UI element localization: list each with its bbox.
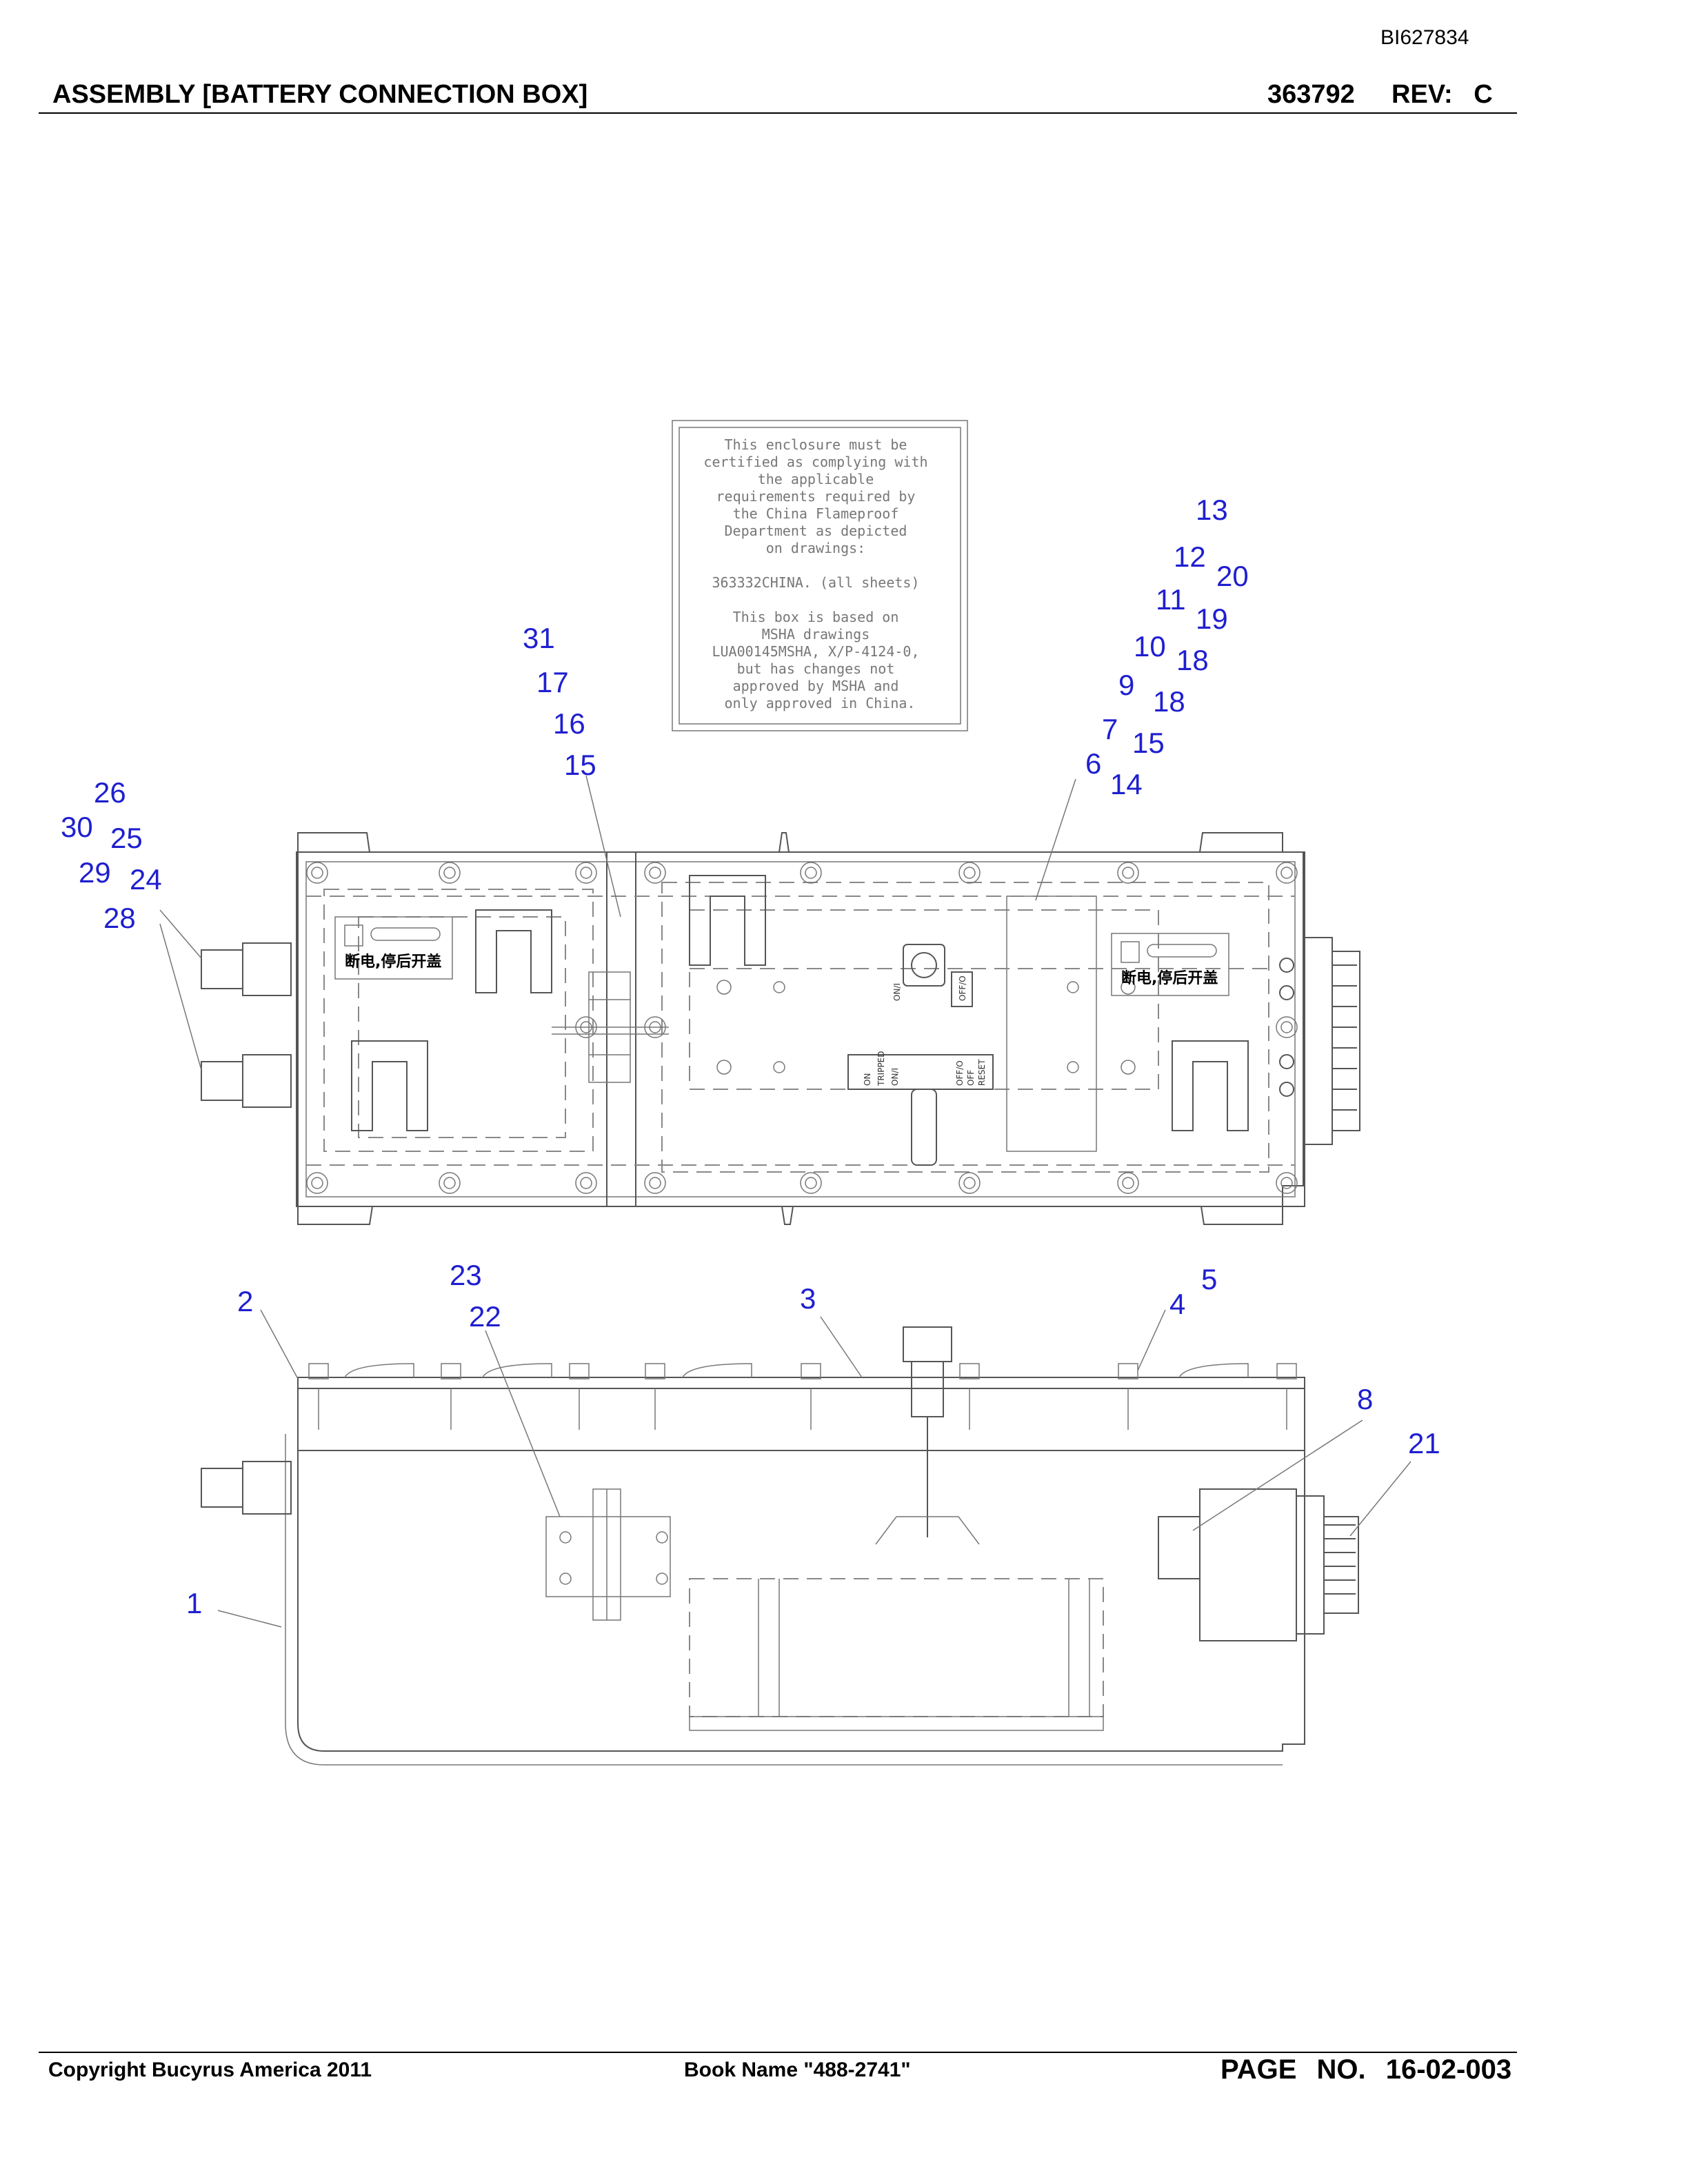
revision: REV: C — [1391, 80, 1493, 109]
note-line: the applicable — [758, 471, 874, 487]
note-line: This box is based on — [733, 609, 899, 625]
side-view — [201, 1326, 1359, 1766]
warning-plate-right: 断电,停后开盖 — [1111, 933, 1229, 996]
top-view: ON/I OFF/O ON TRIPPED ON/I OFF/O OFF RES… — [201, 832, 1360, 1225]
note-line: requirements required by — [716, 488, 915, 505]
callout-9: 9 — [1118, 669, 1134, 701]
switch-reset: RESET — [977, 1059, 987, 1086]
note-line: LUA00145MSHA, X/P-4124-0, — [712, 643, 919, 660]
switch-on-i: ON/I — [890, 1068, 900, 1086]
callout-10: 10 — [1134, 630, 1166, 663]
callout-31: 31 — [523, 622, 555, 654]
callout-15: 15 — [1132, 727, 1165, 759]
warning-plate-left: 断电,停后开盖 — [334, 916, 453, 980]
note-line: This enclosure must be — [725, 436, 907, 453]
callout-18-left: 17 — [536, 666, 569, 698]
callout-5: 5 — [1201, 1263, 1217, 1295]
note-line: certified as complying with — [703, 454, 927, 470]
switch-on-upper: ON/I — [892, 983, 902, 1001]
callout-20: 19 — [1196, 603, 1228, 635]
note-line: approved by MSHA and — [733, 678, 899, 694]
switch-tripped: TRIPPED — [876, 1051, 886, 1086]
callout-14: 14 — [1110, 768, 1143, 800]
plate-text-right: 断电,停后开盖 — [1121, 969, 1218, 987]
callout-2: 2 — [237, 1285, 253, 1317]
callout-1: 1 — [186, 1587, 202, 1619]
svg-text:This enclosure must be c: This enclosure must be certified as comp… — [703, 436, 936, 711]
callout-30: 30 — [61, 811, 93, 843]
callout-21: 20 — [1216, 560, 1249, 592]
callout-22: 21 — [1408, 1427, 1440, 1459]
callout-6: 6 — [1085, 747, 1101, 780]
page-number: PAGE NO. 16-02-003 — [1220, 2054, 1512, 2085]
note-line: 363332CHINA. (all sheets) — [712, 574, 919, 591]
callout-labels: 13 12 20 11 19 10 18 9 18 7 15 6 14 31 1… — [61, 494, 1440, 1619]
callout-18-right: 18 — [1153, 685, 1185, 718]
plate-text-left: 断电,停后开盖 — [345, 953, 441, 971]
callout-25: 24 — [130, 863, 162, 896]
book-name: Book Name "488-2741" — [684, 2059, 911, 2081]
callout-16: 15 — [564, 749, 596, 781]
part-number: 363792 — [1267, 80, 1355, 109]
callout-29: 29 — [79, 856, 111, 889]
callout-12: 12 — [1174, 540, 1206, 573]
page-title: ASSEMBLY [BATTERY CONNECTION BOX] — [52, 80, 588, 109]
callout-7: 7 — [1102, 713, 1118, 745]
switch-on: ON — [863, 1073, 872, 1086]
callout-23: 22 — [469, 1300, 501, 1333]
note-line: MSHA drawings — [762, 626, 870, 643]
certification-note: This enclosure must be certified as comp… — [672, 420, 968, 731]
callout-24: 23 — [450, 1259, 482, 1291]
callout-8: 8 — [1357, 1383, 1373, 1415]
copyright: Copyright Bucyrus America 2011 — [48, 2059, 372, 2081]
callout-4: 4 — [1169, 1288, 1185, 1320]
note-line: the China Flameproof — [733, 505, 899, 522]
callout-28: 28 — [103, 902, 136, 934]
footer-rule — [39, 2052, 1517, 2053]
callout-11: 11 — [1156, 583, 1186, 616]
switch-off-upper: OFF/O — [958, 975, 967, 1001]
callout-3: 3 — [800, 1282, 816, 1315]
switch-off: OFF — [966, 1070, 976, 1086]
callout-19: 18 — [1176, 644, 1209, 676]
callout-26: 25 — [110, 822, 143, 854]
leader-lines — [159, 775, 1411, 1628]
note-line: Department as depicted — [725, 523, 907, 539]
callout-27: 26 — [94, 776, 126, 809]
callout-17: 16 — [553, 707, 585, 740]
note-line: on drawings: — [766, 540, 866, 556]
header-rule — [39, 112, 1517, 114]
note-line: only approved in China. — [725, 695, 916, 711]
switch-off-o: OFF/O — [955, 1060, 965, 1086]
callout-13: 13 — [1196, 494, 1228, 526]
note-line: but has changes not — [737, 660, 895, 677]
document-id: BI627834 — [1380, 26, 1469, 49]
